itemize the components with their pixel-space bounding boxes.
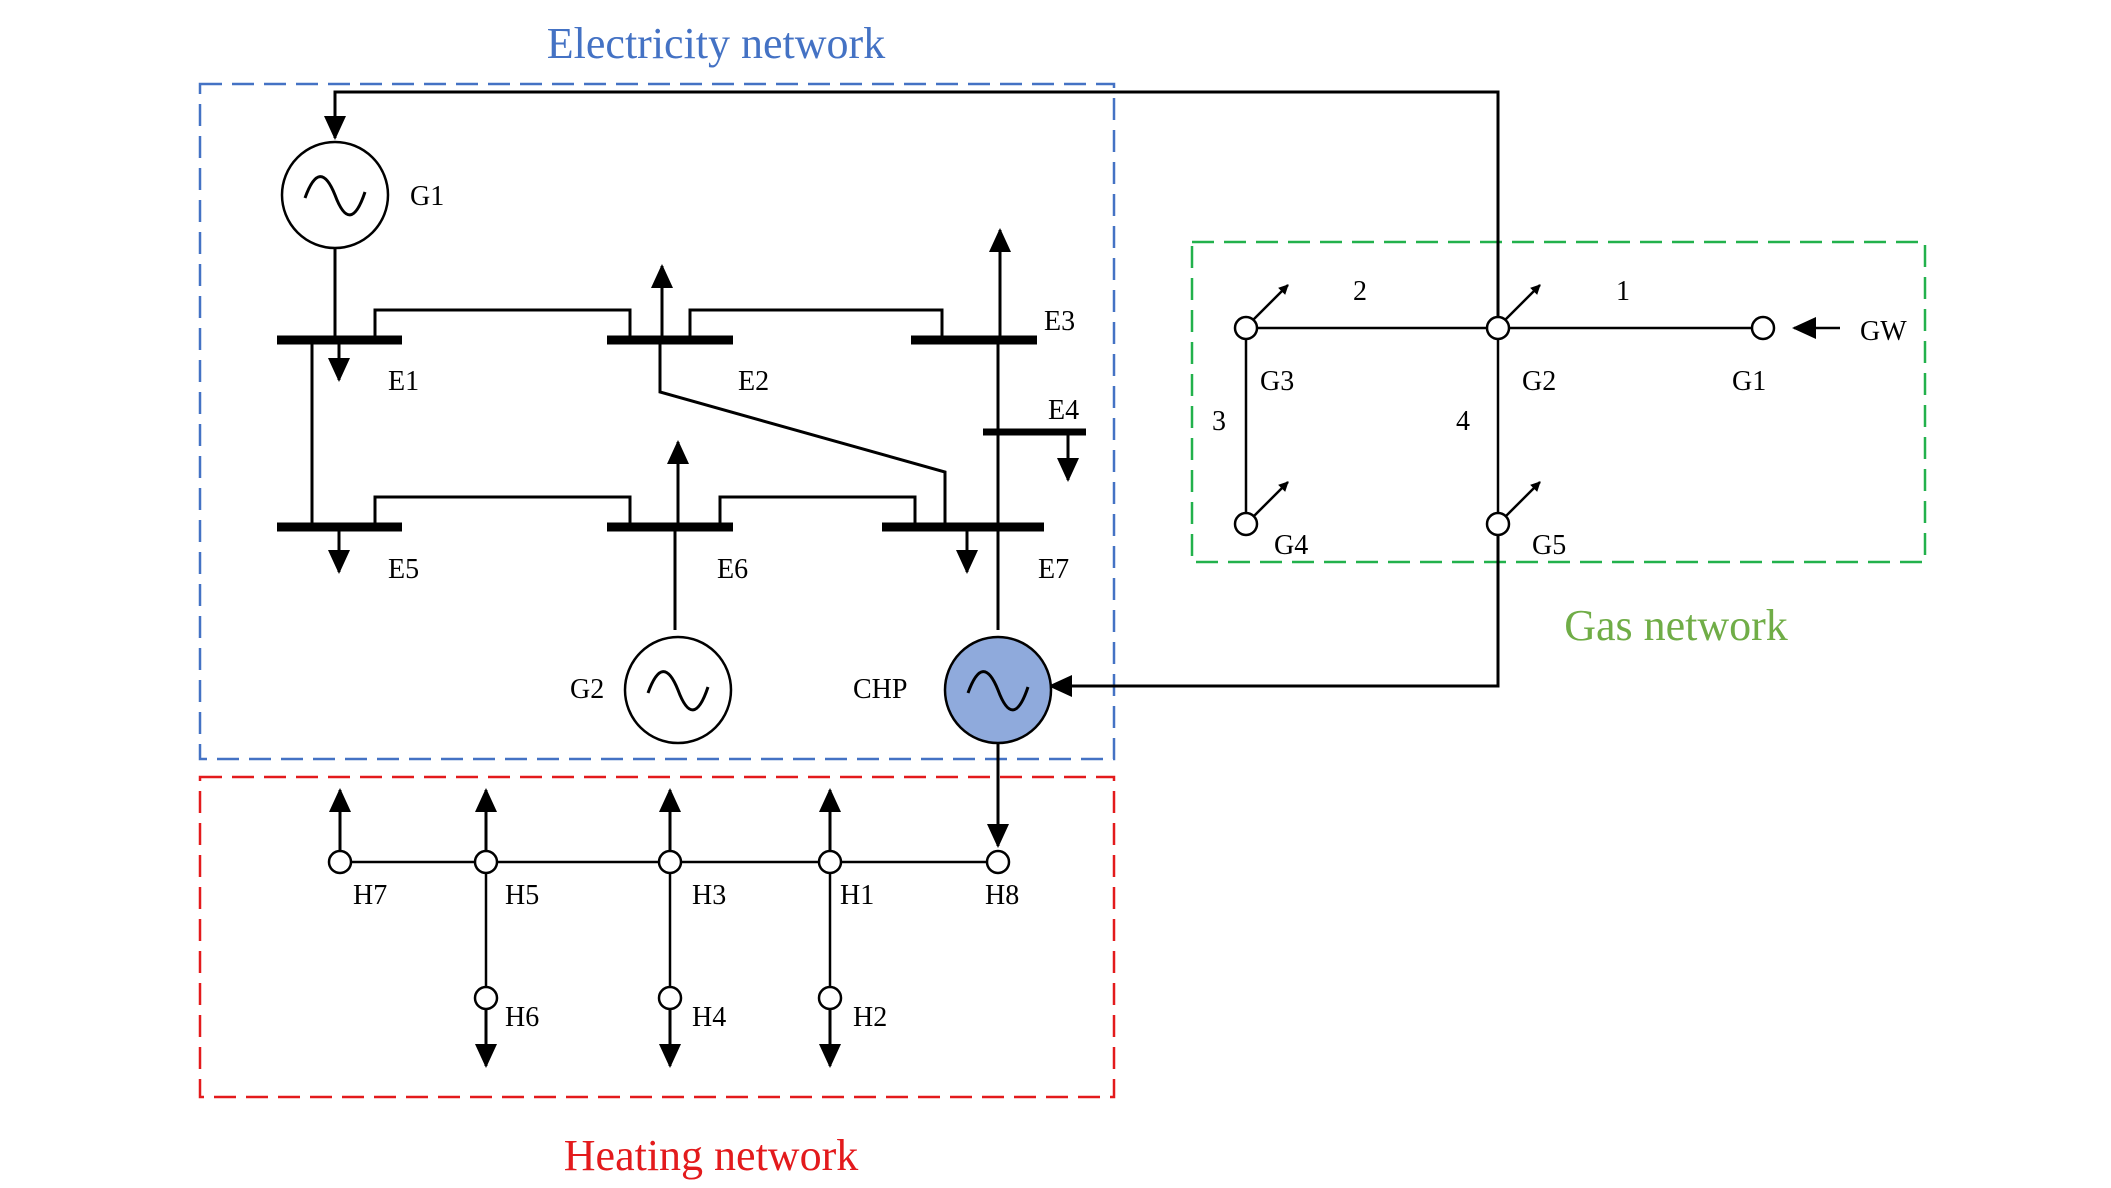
label-h3: H3 xyxy=(692,880,726,911)
heat-node-h8 xyxy=(985,849,1011,875)
gas-node-g4 xyxy=(1233,511,1259,537)
gas-node-arrows xyxy=(1251,284,1840,519)
gas-network-box xyxy=(1190,240,1927,564)
electricity-network-box xyxy=(198,82,1116,761)
label-gw: GW xyxy=(1860,316,1907,347)
label-pipe-1: 1 xyxy=(1616,276,1630,307)
label-gas-g5: G5 xyxy=(1532,530,1566,561)
label-e1: E1 xyxy=(388,366,419,397)
ac-sine-icon xyxy=(966,670,1030,712)
label-e6: E6 xyxy=(717,554,748,585)
electricity-network-title: Electricity network xyxy=(547,19,885,68)
gas-network-title: Gas network xyxy=(1564,601,1788,650)
ac-sine-icon xyxy=(646,670,710,712)
gas-node-g2 xyxy=(1485,315,1511,341)
electricity-load-arrows xyxy=(328,228,1079,574)
label-h5: H5 xyxy=(505,880,539,911)
label-e7: E7 xyxy=(1038,554,1069,585)
heating-network-title: Heating network xyxy=(564,1131,858,1180)
electricity-lines xyxy=(310,248,1000,630)
label-e3: E3 xyxy=(1044,306,1075,337)
heating-pipes xyxy=(340,860,998,998)
gas-node-g3 xyxy=(1233,315,1259,341)
label-gas-g4: G4 xyxy=(1274,530,1308,561)
heating-nodes xyxy=(327,849,1011,1011)
label-h4: H4 xyxy=(692,1002,726,1033)
label-pipe-4: 4 xyxy=(1456,406,1470,437)
label-h7: H7 xyxy=(353,880,387,911)
label-e5: E5 xyxy=(388,554,419,585)
gas-to-chp-link xyxy=(1048,531,1500,697)
label-h6: H6 xyxy=(505,1002,539,1033)
gas-nodes xyxy=(1233,315,1776,537)
label-h2: H2 xyxy=(853,1002,887,1033)
label-gas-g3: G3 xyxy=(1260,366,1294,397)
label-g1: G1 xyxy=(410,181,444,212)
label-pipe-3: 3 xyxy=(1212,406,1226,437)
label-h8: H8 xyxy=(985,880,1019,911)
label-e4: E4 xyxy=(1048,395,1079,426)
heat-node-h2 xyxy=(817,985,843,1011)
generator-g2 xyxy=(623,635,733,745)
heating-arrows xyxy=(329,788,841,1068)
gas-to-g1-link xyxy=(324,90,1500,322)
label-pipe-2: 2 xyxy=(1353,276,1367,307)
heat-node-h4 xyxy=(657,985,683,1011)
label-gas-g2: G2 xyxy=(1522,366,1556,397)
heating-network-box xyxy=(198,775,1116,1099)
gas-node-g5 xyxy=(1485,511,1511,537)
label-chp: CHP xyxy=(853,674,907,705)
ac-sine-icon xyxy=(303,175,367,217)
heat-node-h6 xyxy=(473,985,499,1011)
label-g2: G2 xyxy=(570,674,604,705)
gas-pipes xyxy=(1244,326,1752,514)
gas-node-g1 xyxy=(1750,315,1776,341)
heat-node-h1 xyxy=(817,849,843,875)
label-gas-g1: G1 xyxy=(1732,366,1766,397)
heat-node-h3 xyxy=(657,849,683,875)
heat-node-h7 xyxy=(327,849,353,875)
heat-node-h5 xyxy=(473,849,499,875)
label-e2: E2 xyxy=(738,366,769,397)
generator-chp xyxy=(943,635,1053,745)
generator-g1 xyxy=(280,140,390,250)
label-h1: H1 xyxy=(840,880,874,911)
